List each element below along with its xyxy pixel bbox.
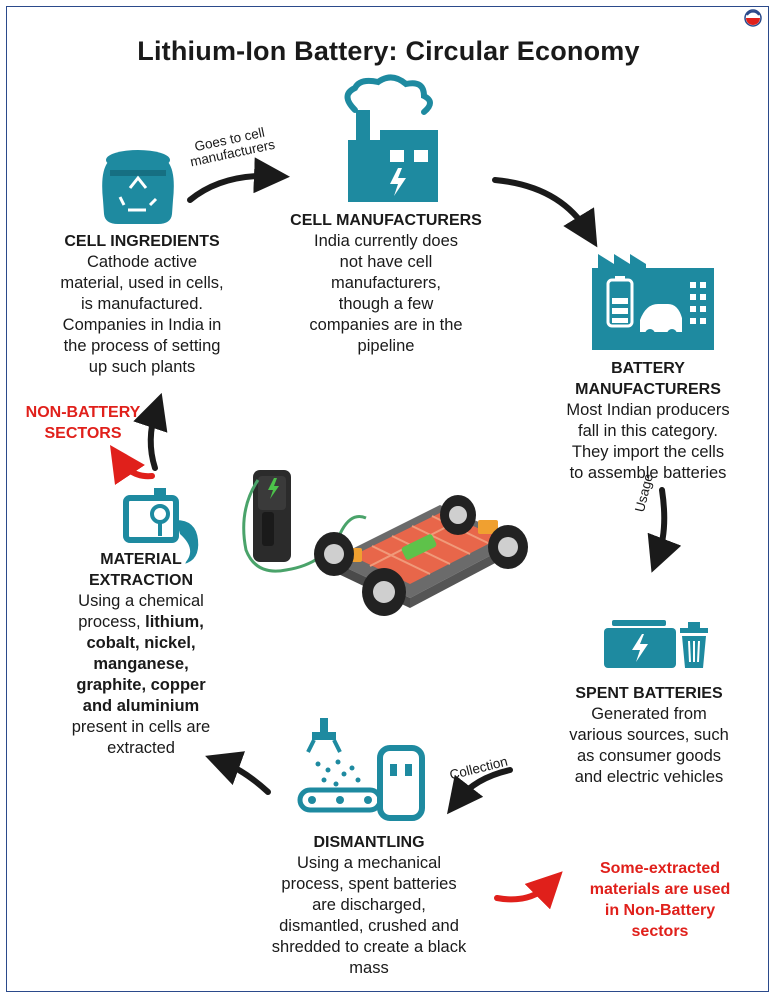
material-name: manganese,: [93, 655, 189, 673]
stage-text: Companies in India in: [62, 316, 222, 334]
stage-text: manufacturers,: [330, 274, 442, 292]
stage-text: as consumer goods: [577, 747, 721, 765]
stage-text: mass: [349, 959, 389, 977]
note-line: Some-extracted: [599, 860, 721, 877]
stage-heading: DISMANTLING: [313, 834, 425, 851]
stage-text: India currently does: [314, 232, 458, 250]
stage-cell-ingredients: CELL INGREDIENTS Cathode active material…: [26, 231, 258, 378]
stage-text: to assemble batteries: [569, 464, 727, 482]
page-frame: [6, 6, 769, 992]
stage-heading: CELL MANUFACTURERS: [290, 212, 482, 229]
stage-material-extraction: MATERIAL EXTRACTION Using a chemical pro…: [36, 549, 246, 759]
stage-text: shredded to create a black: [271, 938, 467, 956]
stage-text: They import the cells: [571, 443, 725, 461]
stage-heading: CELL INGREDIENTS: [64, 233, 220, 250]
stage-cell-manufacturers: CELL MANUFACTURERS India currently does …: [266, 210, 506, 357]
non-battery-line: NON-BATTERY: [25, 404, 141, 421]
stage-text: Generated from: [591, 705, 707, 723]
stage-text: is manufactured.: [81, 295, 203, 313]
stage-text: companies are in the: [309, 316, 463, 334]
stage-text: dismantled, crushed and: [279, 917, 459, 935]
stage-text: present in cells are: [71, 718, 211, 736]
stage-text: pipeline: [357, 337, 415, 355]
stage-text: Most Indian producers: [566, 401, 730, 419]
stage-heading: MANUFACTURERS: [575, 381, 721, 398]
stage-text: not have cell: [339, 253, 433, 271]
material-name: lithium,: [145, 613, 204, 631]
stage-text: various sources, such: [569, 726, 729, 744]
material-name: graphite, copper: [76, 676, 206, 694]
stage-text: material, used in cells,: [60, 274, 224, 292]
stage-text: process,: [78, 613, 146, 631]
stage-text: process, spent batteries: [281, 875, 457, 893]
stage-dismantling: DISMANTLING Using a mechanical process, …: [236, 832, 502, 979]
stage-heading: EXTRACTION: [89, 572, 193, 589]
non-battery-note: Some-extracted materials are used in Non…: [560, 858, 760, 942]
stage-text: Using a chemical: [78, 592, 204, 610]
non-battery-sectors-label: NON-BATTERY SECTORS: [8, 402, 158, 444]
stage-text: up such plants: [88, 358, 196, 376]
stage-text: and electric vehicles: [574, 768, 724, 786]
stage-heading: SPENT BATTERIES: [575, 685, 723, 702]
stage-heading: MATERIAL: [100, 551, 182, 568]
non-battery-line: SECTORS: [44, 425, 122, 442]
stage-text: though a few: [338, 295, 434, 313]
note-line: sectors: [631, 923, 689, 940]
stage-heading: BATTERY: [611, 360, 685, 377]
stage-text: are discharged,: [312, 896, 426, 914]
stage-battery-manufacturers: BATTERY MANUFACTURERS Most Indian produc…: [536, 358, 760, 484]
stage-spent-batteries: SPENT BATTERIES Generated from various s…: [536, 683, 762, 788]
stage-text: fall in this category.: [577, 422, 718, 440]
page-title: Lithium-Ion Battery: Circular Economy: [137, 36, 640, 66]
stage-text: Using a mechanical: [297, 854, 441, 872]
stage-text: Cathode active: [86, 253, 198, 271]
material-name: and aluminium: [82, 697, 200, 715]
material-name: cobalt, nickel,: [86, 634, 196, 652]
note-line: in Non-Battery: [604, 902, 716, 919]
stage-text: the process of setting: [63, 337, 221, 355]
stage-text: extracted: [107, 739, 175, 757]
note-line: materials are used: [589, 881, 731, 898]
stage-text-line: process, lithium,: [36, 612, 246, 633]
